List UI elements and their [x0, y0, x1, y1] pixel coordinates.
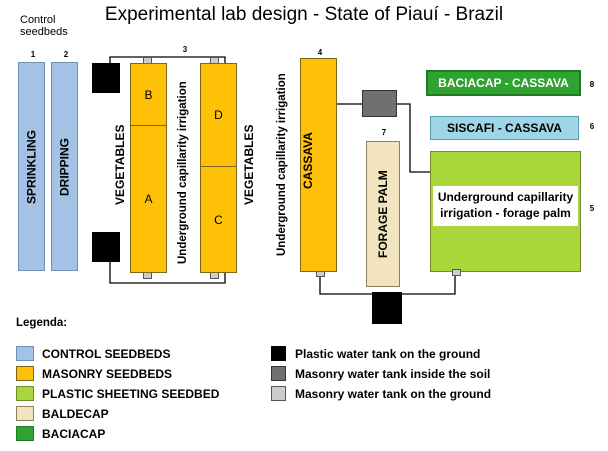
legend-label-masonry-inside: Masonry water tank inside the soil — [295, 367, 491, 381]
legend-swatch-baldecap — [16, 406, 34, 421]
vegetables-left-label: VEGETABLES — [108, 100, 132, 230]
forage-palm-label: FORAGE PALM — [376, 170, 390, 258]
vegetables-irrigation-label: Underground capillarity irrigation — [170, 75, 196, 270]
forage-palm-field: Underground capillarity irrigation - for… — [430, 151, 581, 272]
pipe-tank-to-field — [397, 103, 431, 173]
bed-number-1: 1 — [30, 50, 36, 59]
legend-label-masonry: MASONRY SEEDBEDS — [42, 367, 173, 381]
control-seedbeds-caption: Control seedbeds — [20, 14, 90, 38]
cassava-seedbed: CASSAVA — [300, 58, 337, 272]
legend-label-baciacap: BACIACAP — [42, 427, 106, 441]
bed-number-6: 6 — [589, 122, 595, 131]
sprinkling-label: SPRINKLING — [24, 129, 39, 204]
legend-label-plastic-tank: Plastic water tank on the ground — [295, 347, 481, 361]
sprinkling-seedbed: SPRINKLING — [18, 62, 45, 271]
seedbed-a-label: A — [144, 192, 153, 206]
masonry-tank-ground-a-bottom — [143, 272, 152, 279]
bed-number-5: 5 — [589, 204, 595, 213]
legend-swatch-masonry-ground — [271, 386, 286, 401]
siscafi-label: SISCAFI - CASSAVA — [447, 121, 562, 135]
legend-label-plastic: PLASTIC SHEETING SEEDBED — [42, 387, 220, 401]
cassava-irrigation-text: Underground capillarity irrigation — [276, 73, 288, 257]
legend-swatch-masonry — [16, 366, 34, 381]
legend-swatch-plastic-tank — [271, 346, 286, 361]
pipe-bottom-vegetables — [109, 258, 226, 284]
seedbed-d-label: D — [214, 108, 223, 122]
bed-number-3: 3 — [182, 45, 188, 54]
legend-swatch-masonry-inside — [271, 366, 286, 381]
vegetables-irrigation-text: Underground capillarity irrigation — [177, 81, 189, 264]
bed-number-2: 2 — [63, 50, 69, 59]
vegetables-right-text: VEGETABLES — [242, 124, 256, 206]
pipe-bottom-loop-right — [402, 272, 456, 295]
bed-number-8: 8 — [589, 80, 595, 89]
legend-title: Legenda: — [16, 317, 68, 329]
plastic-tank-bottom-right — [372, 292, 402, 324]
diagram-title: Experimental lab design - State of Piauí… — [104, 4, 504, 25]
siscafi-cassava: SISCAFI - CASSAVA — [430, 116, 579, 140]
control-caption-line1: Control — [20, 14, 56, 26]
dripping-seedbed: DRIPPING — [51, 62, 78, 271]
legend-label-baldecap: BALDECAP — [42, 407, 109, 421]
control-caption-line2: seedbeds — [20, 26, 68, 38]
legend-label-masonry-ground: Masonry water tank on the ground — [295, 387, 492, 401]
plastic-tank-bottom — [92, 232, 120, 262]
bed-number-7: 7 — [381, 128, 387, 137]
seedbed-c-label: C — [214, 212, 223, 227]
baciacap-label: BACIACAP - CASSAVA — [438, 76, 569, 90]
seedbed-c: C — [200, 166, 237, 273]
masonry-tank-ground-c-bottom — [210, 272, 219, 279]
cassava-irrigation-label: Underground capillarity irrigation — [270, 60, 294, 270]
plastic-tank-top — [92, 63, 120, 93]
legend-swatch-plastic — [16, 386, 34, 401]
bed-number-4: 4 — [317, 48, 323, 57]
forage-palm-baldecap: FORAGE PALM — [366, 141, 400, 287]
masonry-tank-inside-soil — [362, 90, 397, 117]
vegetables-left-text: VEGETABLES — [113, 124, 127, 206]
pipe-bottom-loop — [319, 272, 372, 295]
seedbed-b-label: B — [144, 87, 153, 102]
vegetables-right-label: VEGETABLES — [238, 100, 260, 230]
cassava-label: CASSAVA — [301, 132, 315, 190]
legend-label-control: CONTROL SEEDBEDS — [42, 347, 171, 361]
forage-palm-field-label: Underground capillarity irrigation - for… — [433, 186, 578, 226]
dripping-label: DRIPPING — [57, 137, 72, 196]
legend-swatch-control — [16, 346, 34, 361]
seedbed-d: D — [200, 63, 237, 167]
baciacap-cassava: BACIACAP - CASSAVA — [426, 70, 581, 96]
seedbed-a: A — [130, 125, 167, 273]
seedbed-b: B — [130, 63, 167, 126]
legend-swatch-baciacap — [16, 426, 34, 441]
masonry-tank-ground-field — [452, 269, 461, 276]
